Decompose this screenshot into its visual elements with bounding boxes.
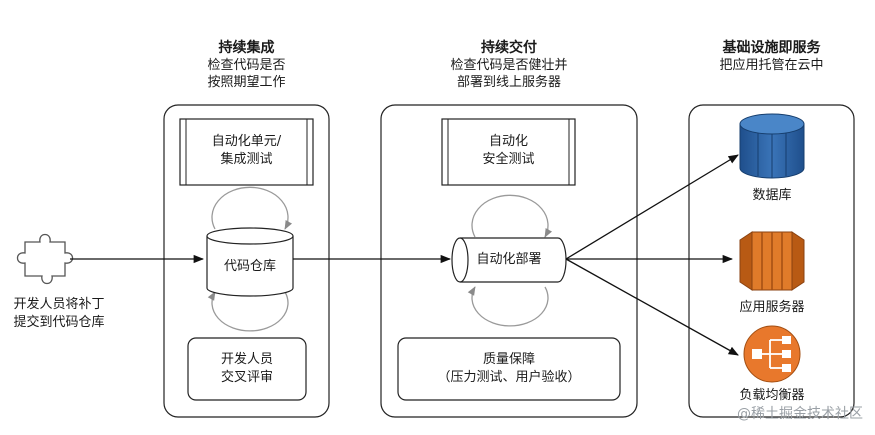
cd-test-box — [441, 118, 576, 186]
cd-loop-top — [471, 194, 553, 238]
developer-caption: 开发人员将补丁 提交到代码仓库 — [4, 296, 114, 332]
repo-cylinder — [206, 227, 294, 297]
iaas-subtitle: 把应用托管在云中 — [719, 58, 824, 73]
review-line-2: 交叉评审 — [220, 370, 273, 385]
ci-loop-top — [211, 186, 293, 230]
cd-header: 持续交付 检查代码是否健壮并 部署到线上服务器 — [381, 40, 637, 91]
ci-test-label: 自动化单元/ 集成测试 — [186, 133, 307, 169]
ci-subtitle-2: 按照期望工作 — [207, 75, 286, 90]
developer-caption-2: 提交到代码仓库 — [13, 315, 105, 330]
puzzle-piece-icon — [16, 233, 74, 285]
app-server-label: 应用服务器 — [739, 300, 805, 315]
iaas-header: 基础设施即服务 把应用托管在云中 — [669, 40, 874, 74]
ci-test-line-1: 自动化单元/ — [211, 134, 282, 149]
watermark: @稀土掘金技术社区 — [737, 406, 863, 422]
db-label: 数据库 — [752, 188, 792, 203]
ci-header: 持续集成 检查代码是否 按照期望工作 — [164, 40, 329, 91]
developer-caption-1: 开发人员将补丁 — [13, 297, 105, 312]
ci-subtitle-1: 检查代码是否 — [207, 58, 286, 73]
cd-test-line-2: 安全测试 — [482, 152, 535, 167]
cd-subtitle-1: 检查代码是否健壮并 — [450, 58, 568, 73]
cd-test-line-1: 自动化 — [488, 134, 528, 149]
deploy-cylinder — [451, 237, 567, 283]
iaas-title: 基础设施即服务 — [722, 40, 821, 56]
load-balancer-icon — [743, 325, 801, 383]
ci-test-box — [179, 118, 314, 186]
repo-label: 代码仓库 — [223, 259, 276, 274]
qa-label: 质量保障 （压力测试、用户验收） — [398, 351, 620, 387]
qa-box — [397, 337, 621, 401]
review-line-1: 开发人员 — [220, 352, 273, 367]
qa-line-1: 质量保障 — [482, 352, 535, 367]
cd-subtitle-2: 部署到线上服务器 — [456, 75, 561, 90]
ci-title: 持续集成 — [218, 40, 275, 56]
ci-loop-bottom — [207, 291, 289, 332]
cd-test-label: 自动化 安全测试 — [448, 133, 569, 169]
review-box — [187, 337, 307, 401]
database-icon — [739, 113, 805, 179]
ci-test-line-2: 集成测试 — [220, 152, 273, 167]
review-label: 开发人员 交叉评审 — [188, 351, 306, 387]
cd-title: 持续交付 — [481, 40, 537, 56]
deploy-label: 自动化部署 — [476, 252, 542, 267]
server-icon — [739, 231, 805, 291]
arrow-deploy-to-lb — [565, 258, 739, 356]
lb-label: 负载均衡器 — [739, 388, 805, 403]
arrow-deploy-to-db — [565, 154, 739, 260]
qa-line-2: （压力测试、用户验收） — [437, 370, 581, 385]
cd-loop-bottom — [467, 286, 549, 327]
